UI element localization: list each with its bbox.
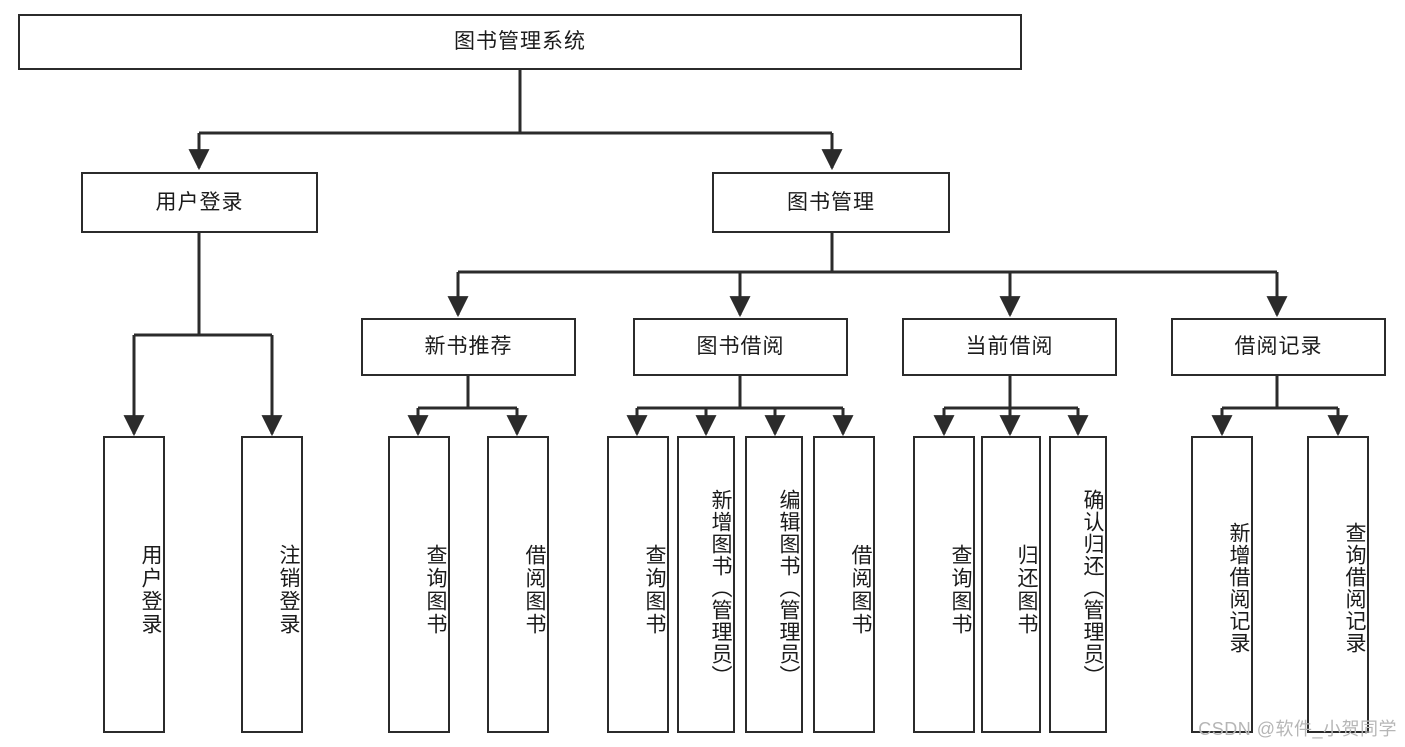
node-leaf-query-book-2-label: 查询图书 xyxy=(643,543,666,636)
node-leaf-edit-book[interactable]: 编辑图书（管理员） xyxy=(745,436,803,733)
node-leaf-add-book-label: 新增图书（管理员） xyxy=(709,488,732,687)
node-book-management[interactable]: 图书管理 xyxy=(712,172,950,233)
node-book-borrow[interactable]: 图书借阅 xyxy=(633,318,848,376)
node-leaf-query-book-1-label: 查询图书 xyxy=(424,543,447,636)
node-leaf-borrow-book-1[interactable]: 借阅图书 xyxy=(487,436,549,733)
node-borrow-record[interactable]: 借阅记录 xyxy=(1171,318,1386,376)
node-leaf-query-book-2[interactable]: 查询图书 xyxy=(607,436,669,733)
node-leaf-confirm-return-label: 确认归还（管理员） xyxy=(1081,488,1104,687)
node-user-login-label: 用户登录 xyxy=(155,190,244,214)
node-new-book-recommend[interactable]: 新书推荐 xyxy=(361,318,576,376)
node-borrow-record-label: 借阅记录 xyxy=(1234,335,1323,359)
node-leaf-borrow-book-2-label: 借阅图书 xyxy=(849,543,872,636)
node-leaf-user-login-label: 用户登录 xyxy=(139,543,162,636)
node-root[interactable]: 图书管理系统 xyxy=(18,14,1022,70)
node-leaf-confirm-return[interactable]: 确认归还（管理员） xyxy=(1049,436,1107,733)
node-leaf-user-login[interactable]: 用户登录 xyxy=(103,436,165,733)
node-leaf-edit-book-label: 编辑图书（管理员） xyxy=(777,488,800,687)
node-leaf-add-book[interactable]: 新增图书（管理员） xyxy=(677,436,735,733)
node-leaf-return-book[interactable]: 归还图书 xyxy=(981,436,1041,733)
node-leaf-logout-login-label: 注销登录 xyxy=(277,543,300,636)
node-leaf-query-book-3[interactable]: 查询图书 xyxy=(913,436,975,733)
node-leaf-query-record[interactable]: 查询借阅记录 xyxy=(1307,436,1369,733)
node-leaf-query-book-1[interactable]: 查询图书 xyxy=(388,436,450,733)
node-new-book-recommend-label: 新书推荐 xyxy=(424,335,513,359)
node-leaf-logout-login[interactable]: 注销登录 xyxy=(241,436,303,733)
node-root-label: 图书管理系统 xyxy=(454,30,586,54)
node-book-management-label: 图书管理 xyxy=(787,190,875,214)
node-leaf-add-record-label: 新增借阅记录 xyxy=(1227,521,1250,654)
node-book-borrow-label: 图书借阅 xyxy=(696,335,785,359)
node-leaf-query-record-label: 查询借阅记录 xyxy=(1343,521,1366,654)
node-user-login[interactable]: 用户登录 xyxy=(81,172,318,233)
node-current-borrow[interactable]: 当前借阅 xyxy=(902,318,1117,376)
node-leaf-borrow-book-2[interactable]: 借阅图书 xyxy=(813,436,875,733)
node-leaf-borrow-book-1-label: 借阅图书 xyxy=(523,543,546,636)
node-current-borrow-label: 当前借阅 xyxy=(965,335,1054,359)
node-leaf-query-book-3-label: 查询图书 xyxy=(949,543,972,636)
node-leaf-add-record[interactable]: 新增借阅记录 xyxy=(1191,436,1253,733)
csdn-watermark: CSDN @软件_小贺同学 xyxy=(1198,719,1397,739)
node-leaf-return-book-label: 归还图书 xyxy=(1015,543,1038,636)
